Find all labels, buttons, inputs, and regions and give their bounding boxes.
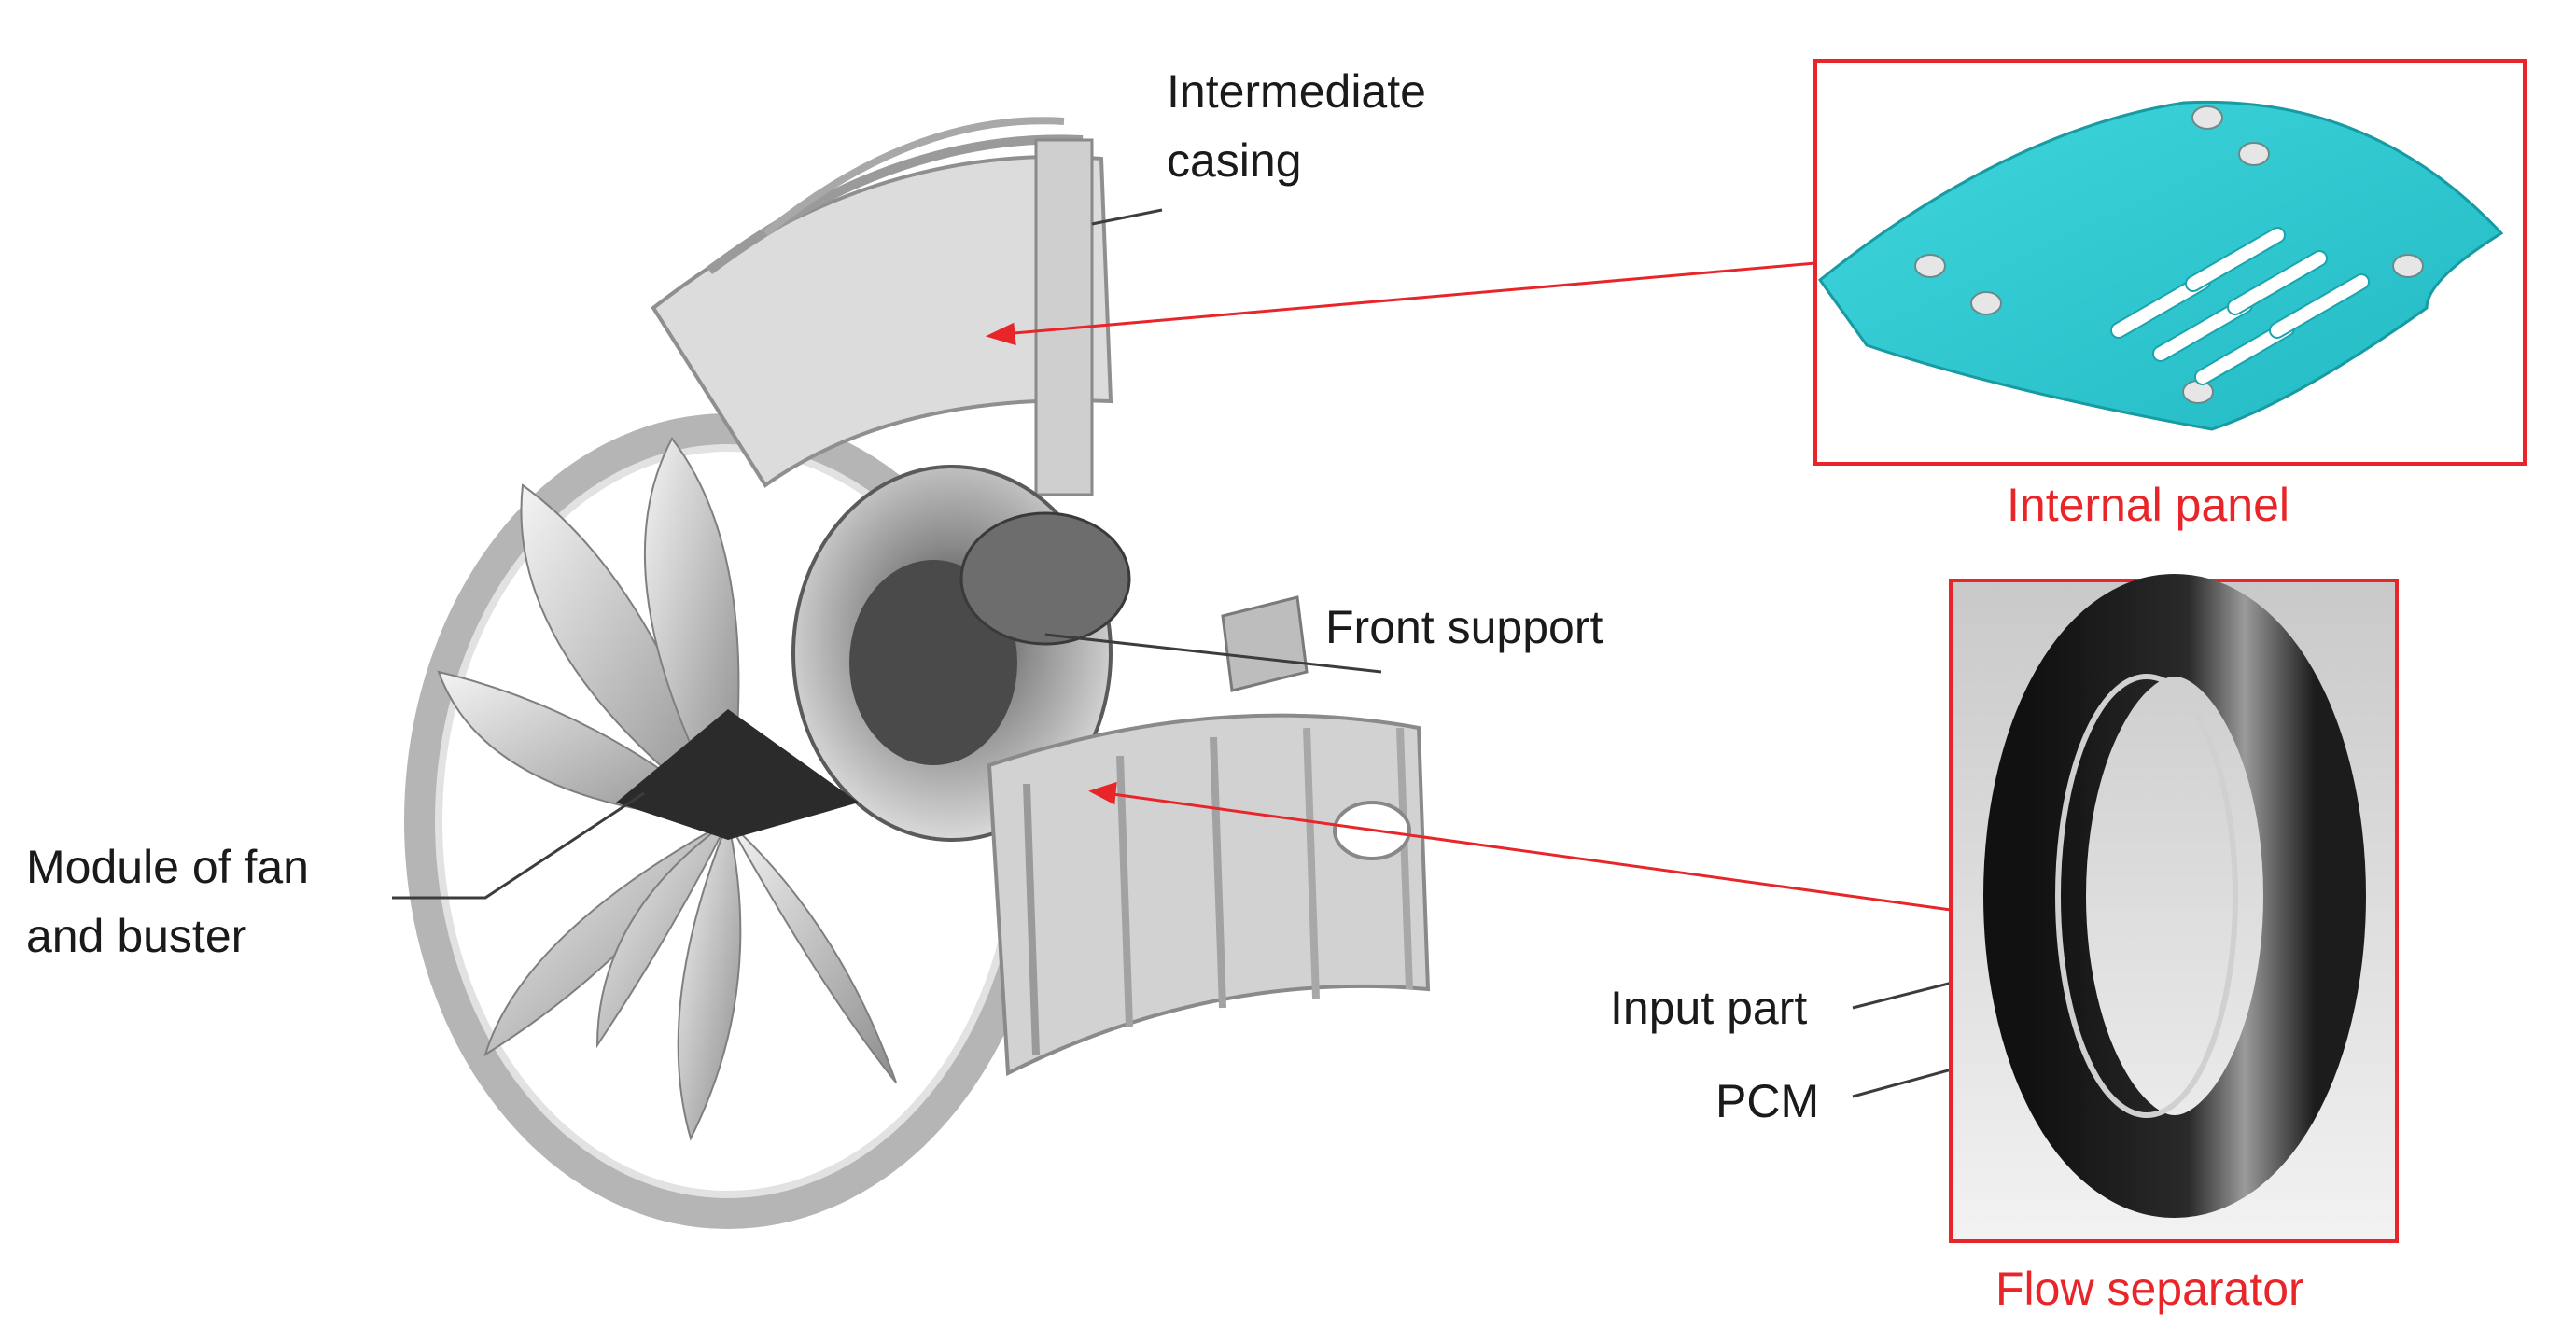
arrowhead-internal-panel (985, 322, 1016, 346)
arrow-internal-panel (1002, 261, 1816, 336)
label-module-fan-line1: Module of fan (26, 841, 309, 893)
internal-panel-box (1813, 59, 2527, 466)
engine-illustration (404, 117, 1431, 1229)
label-input-part: Input part (1610, 982, 1808, 1034)
label-pcm: PCM (1715, 1075, 1820, 1127)
panel-slots (2109, 227, 2371, 385)
leader-front-support (1044, 633, 1382, 674)
leader-intermediate-casing (1091, 208, 1163, 226)
arrow-flow-separator (1105, 791, 1952, 912)
spinner (616, 709, 859, 840)
booster-casing (987, 713, 1431, 1077)
flow-separator-box (1949, 574, 2399, 1243)
label-front-support: Front support (1325, 601, 1603, 653)
label-internal-panel: Internal panel (2007, 479, 2290, 531)
label-module-fan-line2: and buster (26, 910, 247, 962)
intermediate-strut (1034, 138, 1094, 496)
arrowhead-flow-separator (1088, 781, 1117, 805)
internal-panel-part (1817, 100, 2504, 431)
label-intermediate-casing-line2: casing (1167, 134, 1302, 187)
label-flow-separator: Flow separator (1995, 1263, 2304, 1315)
label-intermediate-casing-line1: Intermediate (1167, 65, 1426, 118)
leader-module-fan (392, 791, 645, 900)
flow-separator-ring (1983, 574, 2366, 1218)
